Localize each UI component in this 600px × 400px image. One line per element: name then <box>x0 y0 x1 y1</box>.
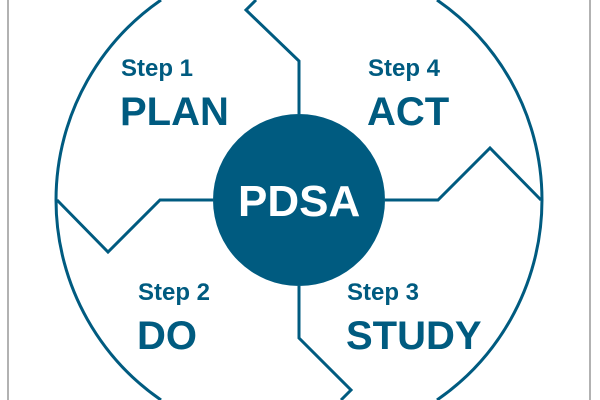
divider-right <box>385 145 543 202</box>
step-1-label: Step 1 <box>121 55 194 82</box>
divider-bottom <box>297 286 354 400</box>
step-1-phase: PLAN <box>120 90 229 134</box>
divider-top <box>243 0 301 114</box>
step-3-phase: STUDY <box>346 314 482 358</box>
center-hub-circle <box>213 114 385 286</box>
step-2-label: Step 2 <box>138 279 211 306</box>
step-4-phase: ACT <box>367 90 450 134</box>
outer-cycle-arc-left <box>54 0 162 400</box>
step-2-phase: DO <box>137 314 197 358</box>
center-label: PDSA <box>238 177 361 226</box>
outer-cycle-arc-right <box>436 0 544 400</box>
divider-left <box>55 198 213 255</box>
step-4-label: Step 4 <box>368 55 441 82</box>
step-3-label: Step 3 <box>347 279 420 306</box>
